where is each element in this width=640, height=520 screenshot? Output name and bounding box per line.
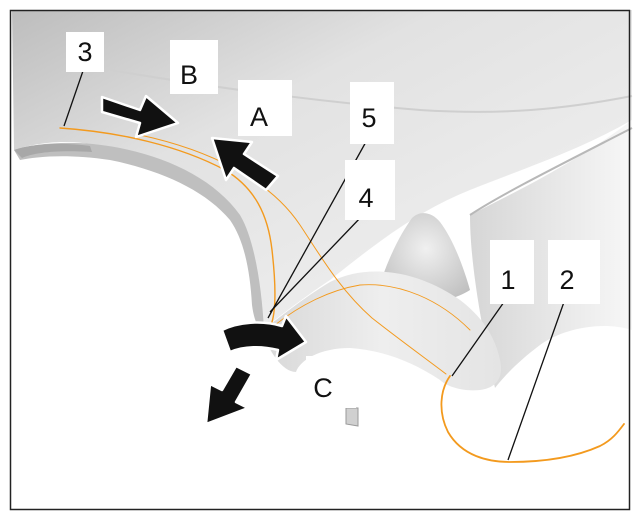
callout-label-2: 2 [559,265,574,295]
roof-panel [12,10,632,330]
pull-down-arrow [204,364,254,426]
push-arrow-a [210,136,280,192]
callout-label-3: 3 [77,37,92,67]
callout-box-b [170,40,218,94]
callout-box-2 [548,240,600,304]
clip-part [345,407,359,427]
callout-box-a [238,80,292,136]
rotate-arrow-c [220,314,308,362]
right-panel-edge [469,127,633,216]
seam-line-wing [274,284,471,331]
arch-shadow [14,142,264,330]
seam-line-3 [59,127,276,323]
leader-2 [507,301,565,461]
leader-4 [269,215,363,313]
callout-label-4: 4 [358,183,373,213]
callout-label-b: B [180,60,198,90]
callout-box-c [306,356,356,408]
callout-box-3 [66,32,104,72]
leader-3 [63,67,85,127]
callout-label-a: A [250,102,268,132]
callout-box-5 [350,82,394,144]
callout-box-1 [490,240,534,304]
callout-label-c: C [313,373,333,403]
lower-wing [262,271,502,391]
push-arrow-b [100,94,180,139]
front-ledge [14,143,92,158]
callout-box-4 [345,160,395,220]
leader-1 [451,301,505,377]
frame-border [9,9,631,511]
callout-label-5: 5 [361,103,376,133]
callout-label-1: 1 [500,265,515,295]
sealant-line-1-2 [440,375,625,463]
